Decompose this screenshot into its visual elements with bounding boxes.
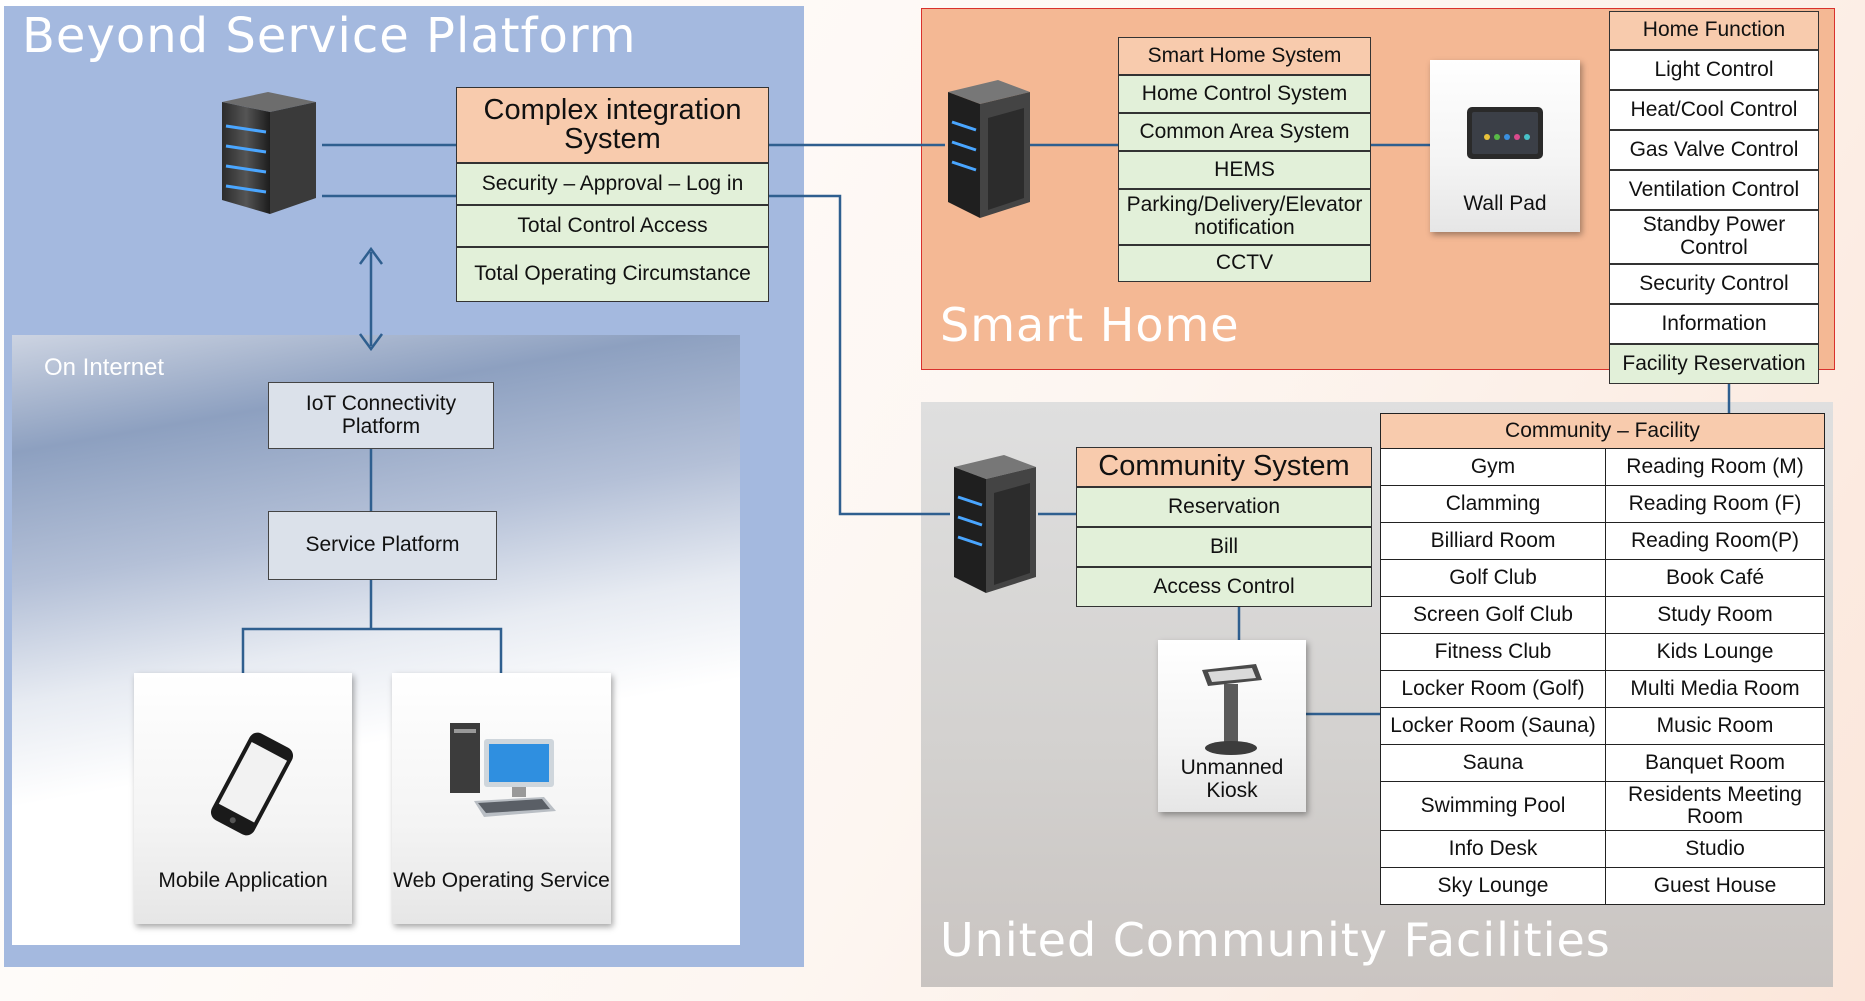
web-operating-service-card: Web Operating Service: [392, 673, 611, 924]
smartphone-icon: [210, 732, 294, 836]
complex-integration-system: Complex integration System Security – Ap…: [456, 87, 769, 302]
smart-home-system-header: Smart Home System: [1118, 37, 1371, 75]
facility-row: Locker Room (Sauna)Music Room: [1380, 707, 1825, 745]
community-system-header: Community System: [1076, 447, 1372, 487]
smart-home-title: Smart Home: [940, 298, 1240, 352]
wall-pad-label: Wall Pad: [1463, 192, 1547, 215]
desktop-computer-icon: [450, 723, 556, 817]
facility-cell-left: Sauna: [1380, 744, 1606, 782]
smart-home-system-item: CCTV: [1118, 245, 1371, 282]
facility-cell-left: Info Desk: [1380, 830, 1606, 868]
community-system-item: Reservation: [1076, 487, 1372, 527]
home-function-item: Security Control: [1609, 264, 1819, 304]
community-system: Community System Reservation Bill Access…: [1076, 447, 1372, 607]
facility-cell-right: Study Room: [1605, 596, 1825, 634]
facility-cell-right: Studio: [1605, 830, 1825, 868]
wall-pad-icon: [1467, 107, 1543, 159]
facility-cell-right: Book Café: [1605, 559, 1825, 597]
mobile-application-label: Mobile Application: [158, 869, 328, 892]
facility-cell-right: Reading Room(P): [1605, 522, 1825, 560]
facility-cell-right: Residents Meeting Room: [1605, 781, 1825, 831]
home-function-list: Home Function Light Control Heat/Cool Co…: [1609, 11, 1819, 384]
facility-cell-right: Banquet Room: [1605, 744, 1825, 782]
facility-cell-right: Guest House: [1605, 867, 1825, 905]
community-facilities-title: United Community Facilities: [940, 913, 1611, 967]
home-function-item: Ventilation Control: [1609, 170, 1819, 210]
iot-connectivity-platform: IoT Connectivity Platform: [268, 382, 494, 449]
facility-cell-left: Fitness Club: [1380, 633, 1606, 671]
on-internet-title: On Internet: [44, 354, 165, 381]
facility-cell-left: Sky Lounge: [1380, 867, 1606, 905]
web-operating-service-label: Web Operating Service: [393, 869, 610, 892]
facility-cell-left: Clamming: [1380, 485, 1606, 523]
service-platform-box: Service Platform: [268, 511, 497, 580]
home-function-item: Information: [1609, 304, 1819, 344]
home-function-item: Light Control: [1609, 50, 1819, 90]
complex-item: Total Operating Circumstance: [456, 247, 769, 302]
facility-cell-left: Billiard Room: [1380, 522, 1606, 560]
unmanned-kiosk-card: Unmanned Kiosk: [1158, 640, 1306, 812]
smart-home-system-list: Smart Home System Home Control System Co…: [1118, 37, 1371, 282]
smart-home-system-item: Parking/Delivery/Elevator notification: [1118, 189, 1371, 245]
facility-cell-right: Music Room: [1605, 707, 1825, 745]
smart-home-system-item: HEMS: [1118, 151, 1371, 189]
community-server-icon: [954, 455, 1036, 593]
smart-home-system-item: Home Control System: [1118, 75, 1371, 113]
smart-home-system-item: Common Area System: [1118, 113, 1371, 151]
facility-cell-left: Swimming Pool: [1380, 781, 1606, 831]
main-server-icon: [222, 92, 316, 214]
facility-cell-left: Locker Room (Sauna): [1380, 707, 1606, 745]
unmanned-kiosk-label: Unmanned Kiosk: [1180, 756, 1284, 803]
wall-pad-card: Wall Pad: [1430, 60, 1580, 232]
mobile-application-card: Mobile Application: [134, 673, 352, 924]
home-function-item: Gas Valve Control: [1609, 130, 1819, 170]
facility-cell-right: Multi Media Room: [1605, 670, 1825, 708]
facility-cell-right: Reading Room (M): [1605, 448, 1825, 486]
facility-cell-left: Screen Golf Club: [1380, 596, 1606, 634]
facility-cell-right: Reading Room (F): [1605, 485, 1825, 523]
home-function-item: Facility Reservation: [1609, 344, 1819, 384]
complex-item: Security – Approval – Log in: [456, 163, 769, 205]
facility-row: Locker Room (Golf)Multi Media Room: [1380, 670, 1825, 708]
beyond-platform-title: Beyond Service Platform: [22, 8, 637, 64]
facility-cell-right: Kids Lounge: [1605, 633, 1825, 671]
home-function-item: Heat/Cool Control: [1609, 90, 1819, 130]
community-system-item: Bill: [1076, 527, 1372, 567]
complex-system-header: Complex integration System: [456, 87, 769, 163]
facility-cell-left: Gym: [1380, 448, 1606, 486]
kiosk-icon: [1202, 664, 1262, 755]
facility-cell-left: Locker Room (Golf): [1380, 670, 1606, 708]
home-function-item: Standby Power Control: [1609, 210, 1819, 264]
complex-item: Total Control Access: [456, 205, 769, 247]
home-function-header: Home Function: [1609, 11, 1819, 50]
community-system-item: Access Control: [1076, 567, 1372, 607]
facility-table-header: Community – Facility: [1380, 413, 1825, 449]
facility-cell-left: Golf Club: [1380, 559, 1606, 597]
smart-home-server-icon: [948, 80, 1030, 218]
